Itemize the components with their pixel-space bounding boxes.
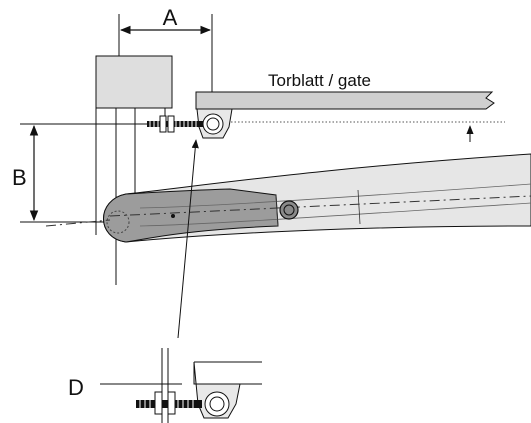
dimension-a-label: A xyxy=(163,5,178,30)
adjuster-rod xyxy=(147,115,203,133)
operator-arm xyxy=(45,153,531,243)
gate-bracket xyxy=(196,108,233,139)
dimension-b-label: B xyxy=(12,165,27,190)
detail-pointer-line xyxy=(177,139,199,339)
detail-d: D xyxy=(68,348,262,423)
gate-leaf: Torblatt / gate xyxy=(195,71,505,142)
detail-d-label: D xyxy=(68,375,84,400)
gate-label: Torblatt / gate xyxy=(268,71,371,90)
gate-post xyxy=(95,55,173,285)
